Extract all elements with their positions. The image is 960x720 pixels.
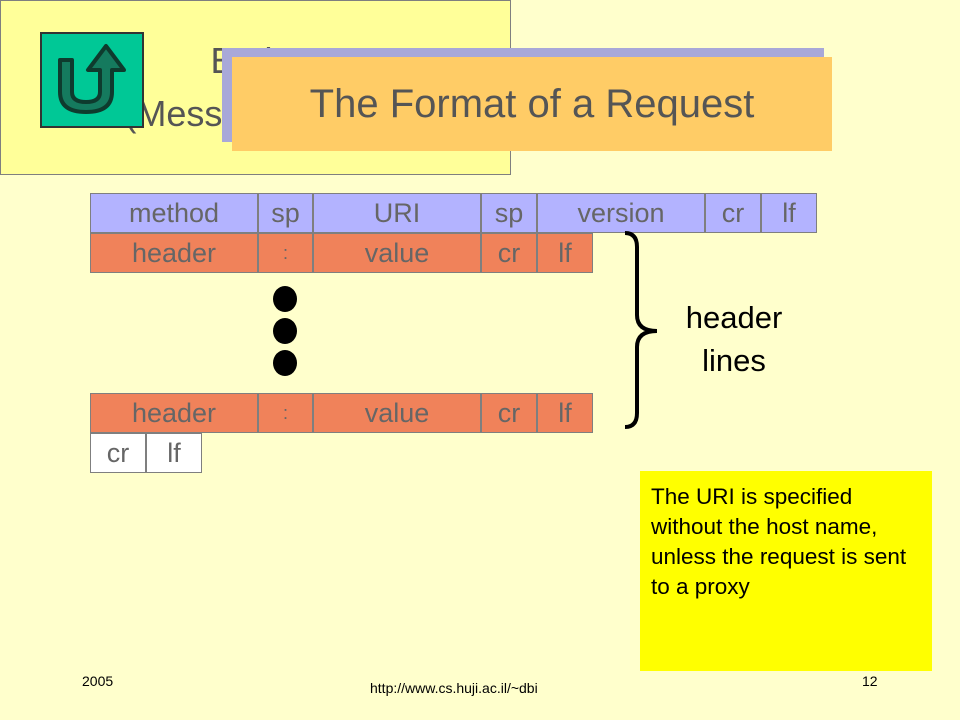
header-cell-value: value <box>313 393 481 433</box>
request-cell-version: version <box>537 193 705 233</box>
blank-cell-cr: cr <box>90 433 146 473</box>
request-cell-uri: URI <box>313 193 481 233</box>
request-cell-method: method <box>90 193 258 233</box>
title-box: The Format of a Request <box>232 57 832 151</box>
header-cell-cr: cr <box>481 233 537 273</box>
footer-page-number: 12 <box>862 673 878 689</box>
home-return-icon <box>58 44 126 114</box>
header-lines-brace <box>624 231 658 429</box>
brace-label-line: lines <box>702 342 766 378</box>
footer-url: http://www.cs.huji.ac.il/~dbi <box>370 680 538 696</box>
header-cell-lf: lf <box>537 233 593 273</box>
page-title: The Format of a Request <box>309 81 755 126</box>
request-cell-sp: sp <box>481 193 537 233</box>
request-cell-cr: cr <box>705 193 761 233</box>
ellipsis-dot <box>273 350 297 376</box>
brace-label-line: header <box>685 300 783 335</box>
uri-note: The URI is specified without the host na… <box>640 471 932 671</box>
header-cell-colon: : <box>258 233 313 273</box>
blank-cell-lf: lf <box>146 433 202 473</box>
header-lines-label: header lines <box>664 297 804 383</box>
home-button[interactable] <box>40 32 144 128</box>
footer-year: 2005 <box>82 673 114 689</box>
header-cell-name: header <box>90 233 258 273</box>
header-cell-cr: cr <box>481 393 537 433</box>
header-cell-colon: : <box>258 393 313 433</box>
header-cell-name: header <box>90 393 258 433</box>
ellipsis-dot <box>273 286 297 312</box>
ellipsis-dot <box>273 318 297 344</box>
request-cell-sp: sp <box>258 193 313 233</box>
request-cell-lf: lf <box>761 193 817 233</box>
header-cell-lf: lf <box>537 393 593 433</box>
header-cell-value: value <box>313 233 481 273</box>
